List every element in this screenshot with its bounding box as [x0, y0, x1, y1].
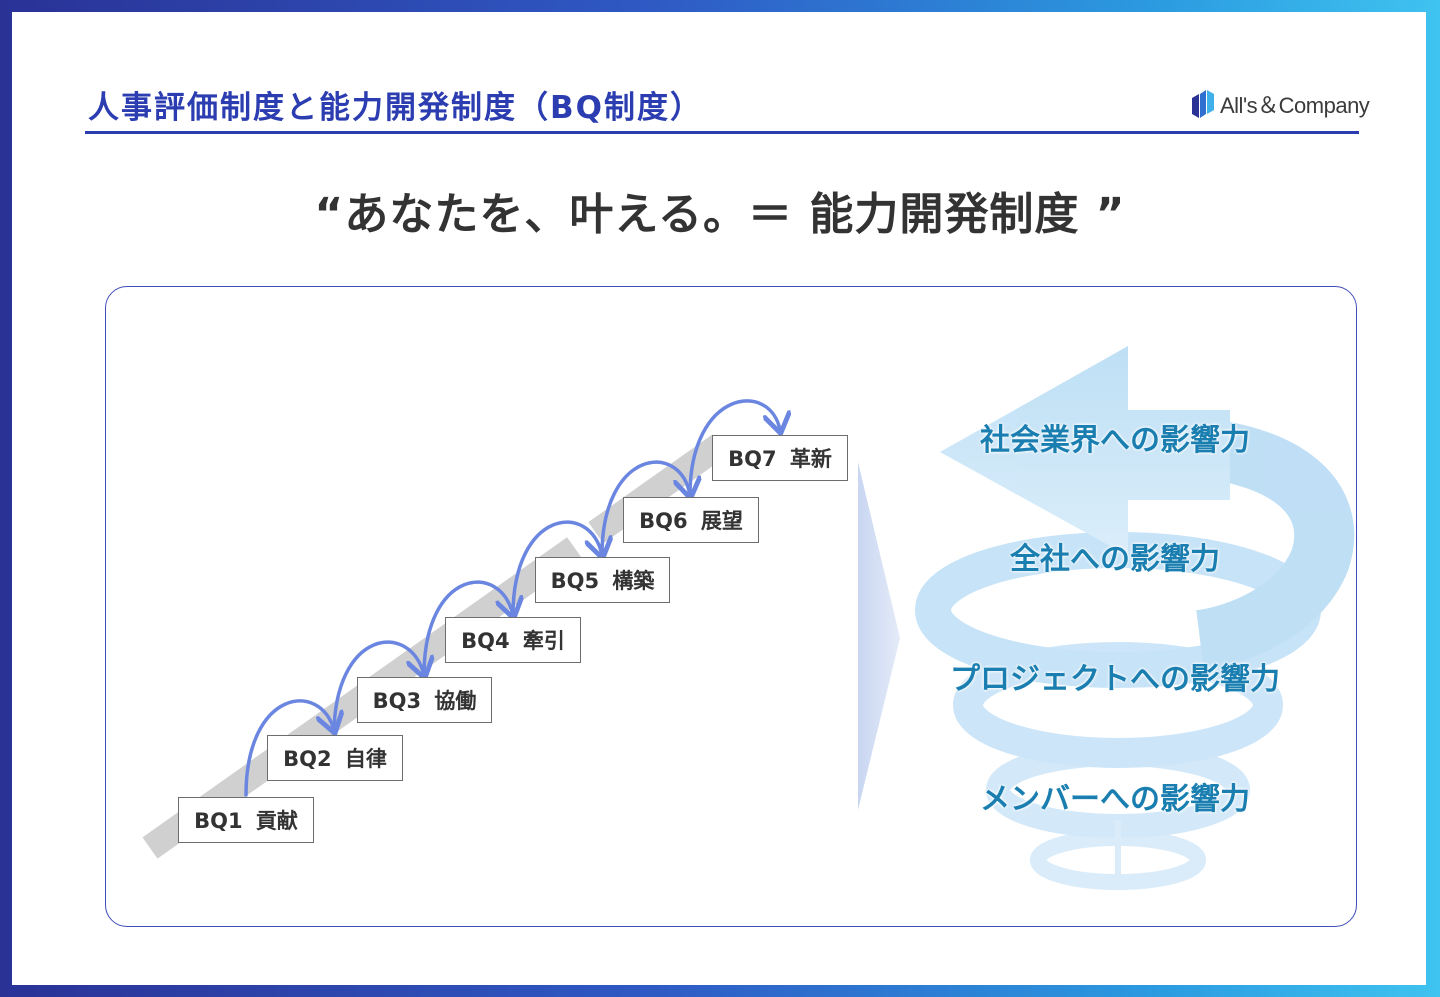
influence-member: メンバーへの影響力: [895, 774, 1335, 818]
step-bq6: BQ6 展望: [623, 497, 759, 543]
step-bq3: BQ3 協働: [357, 677, 492, 723]
influence-company: 全社への影響力: [895, 534, 1335, 578]
step-bq4: BQ4 牽引: [445, 617, 581, 663]
influence-project: プロジェクトへの影響力: [895, 654, 1335, 698]
step-bq5: BQ5 構築: [535, 557, 670, 603]
step-bq7: BQ7 革新: [712, 435, 848, 481]
influence-society: 社会業界への影響力: [895, 415, 1335, 459]
chevron-arrow-icon: [858, 462, 900, 810]
step-bq1: BQ1 貢献: [178, 797, 314, 843]
step-bq2: BQ2 自律: [267, 735, 403, 781]
